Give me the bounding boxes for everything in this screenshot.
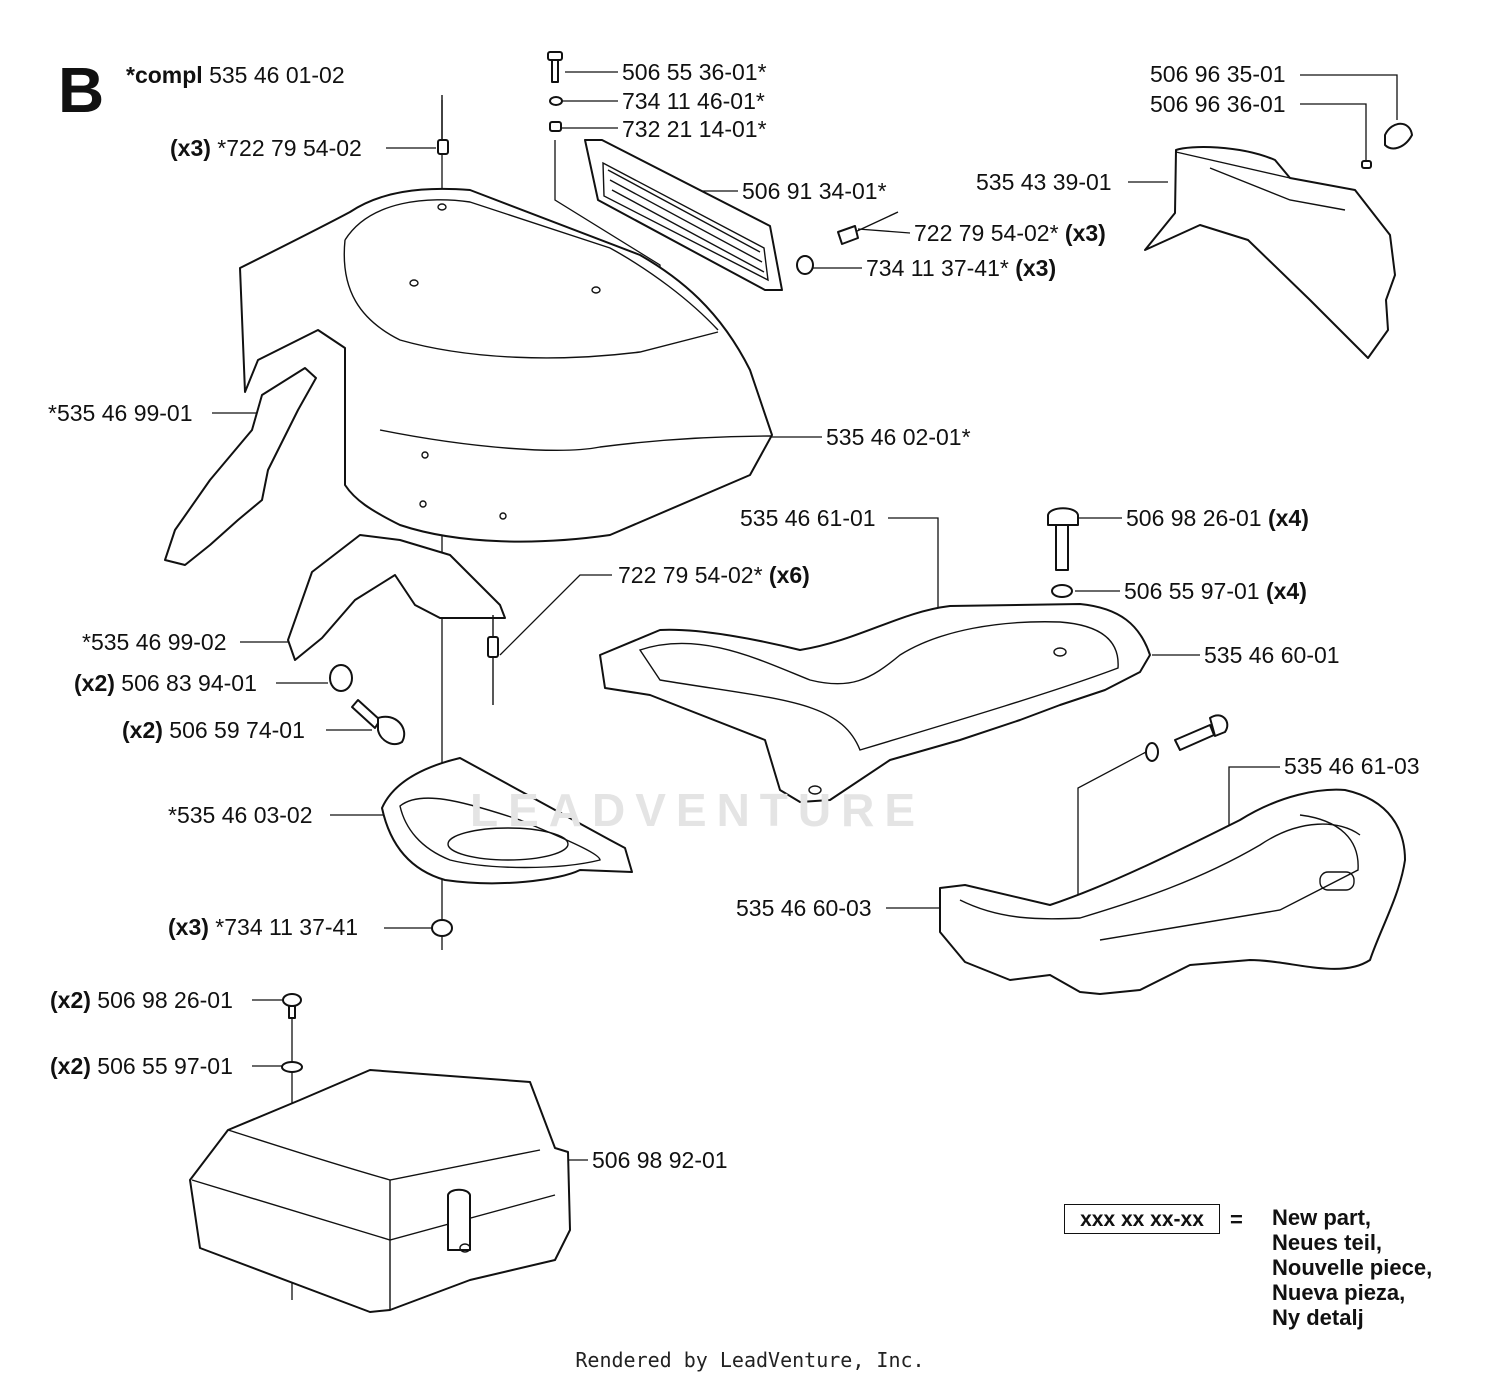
compl-label: *compl 535 46 01-02 — [126, 62, 345, 88]
callout-knob-a: 506 96 35-01 — [1150, 61, 1286, 87]
washer-x3-part — [431, 919, 453, 937]
callout-tray-lower: 535 46 61-03 — [1284, 753, 1420, 779]
callout-frame-upper: 535 46 60-01 — [1204, 642, 1340, 668]
callout-main-hood: 535 46 02-01* — [826, 424, 971, 450]
callout-knob-b: 506 96 36-01 — [1150, 91, 1286, 117]
callout-cover-left: *535 46 99-01 — [48, 400, 193, 426]
callout-rivet-grille: 722 79 54-02* (x3) — [914, 220, 1106, 246]
callout-rivet-x6: 722 79 54-02* (x6) — [618, 562, 810, 588]
section-letter: B — [58, 54, 105, 126]
callout-tray-upper: 535 46 61-01 — [740, 505, 876, 531]
main-hood-part — [239, 187, 773, 543]
callout-grille: 506 91 34-01* — [742, 178, 887, 204]
callout-cover-right: *535 46 99-02 — [82, 629, 227, 655]
grille-rivet — [796, 211, 899, 275]
rivet-x6 — [487, 615, 499, 705]
legend-line: Nueva pieza, — [1272, 1280, 1406, 1305]
legend-line: New part, — [1272, 1205, 1372, 1230]
screw-x4-part — [1047, 507, 1079, 598]
legend-sample-box: xxx xx xx-xx — [1064, 1204, 1220, 1234]
callout-rear-cover: 535 43 39-01 — [976, 169, 1112, 195]
callout-frame-lower: 535 46 60-03 — [736, 895, 872, 921]
callout-screw-vent: 506 55 36-01* — [622, 59, 767, 85]
vent-fasteners — [547, 51, 563, 132]
callout-bowl: *535 46 03-02 — [168, 802, 313, 828]
right-cover-part — [287, 534, 506, 661]
lower-screw-part — [1145, 714, 1229, 762]
box-cover-part — [189, 1069, 571, 1313]
callout-box-cover: 506 98 92-01 — [592, 1147, 728, 1173]
legend-line: Nouvelle piece, — [1272, 1255, 1433, 1280]
rear-cover-part — [1144, 146, 1396, 359]
legend-line: Ny detalj — [1272, 1305, 1364, 1330]
watermark: LEADVENTURE — [470, 784, 926, 836]
small-washer-part — [1361, 160, 1372, 169]
callout-rivet-top: (x3) *722 79 54-02 — [170, 135, 362, 161]
callout-washer-x3: (x3) *734 11 37-41 — [168, 914, 359, 940]
knob-part — [1384, 122, 1413, 150]
legend-equals: = — [1230, 1207, 1243, 1232]
bowl-part — [381, 757, 633, 885]
callout-washer-x4: 506 55 97-01 (x4) — [1124, 578, 1307, 604]
legend-text: New part, Neues teil, Nouvelle piece, Nu… — [1272, 1205, 1432, 1330]
callout-washer-vent: 734 11 46-01* — [622, 88, 765, 114]
upper-tray-part — [599, 603, 1151, 803]
grille-part — [584, 139, 783, 291]
callout-washer-grille: 734 11 37-41* (x3) — [866, 255, 1057, 281]
left-cover-part — [164, 367, 317, 566]
washer-x2-part — [329, 664, 353, 692]
callout-nut-vent: 732 21 14-01* — [622, 116, 767, 142]
rivet-top — [437, 95, 449, 155]
callout-washer-x2: (x2) 506 83 94-01 — [74, 670, 257, 696]
box-screw-part — [281, 993, 303, 1073]
callout-screw-x4: 506 98 26-01 (x4) — [1126, 505, 1309, 531]
callout-bolt-x2: (x2) 506 59 74-01 — [122, 717, 305, 743]
legend-line: Neues teil, — [1272, 1230, 1383, 1255]
footer-credit: Rendered by LeadVenture, Inc. — [575, 1348, 925, 1372]
callout-washer-screw-x2: (x2) 506 55 97-01 — [50, 1053, 233, 1079]
bolt-x2-part — [351, 699, 406, 746]
callout-screw-x2: (x2) 506 98 26-01 — [50, 987, 233, 1013]
lower-tray-part — [939, 788, 1406, 995]
